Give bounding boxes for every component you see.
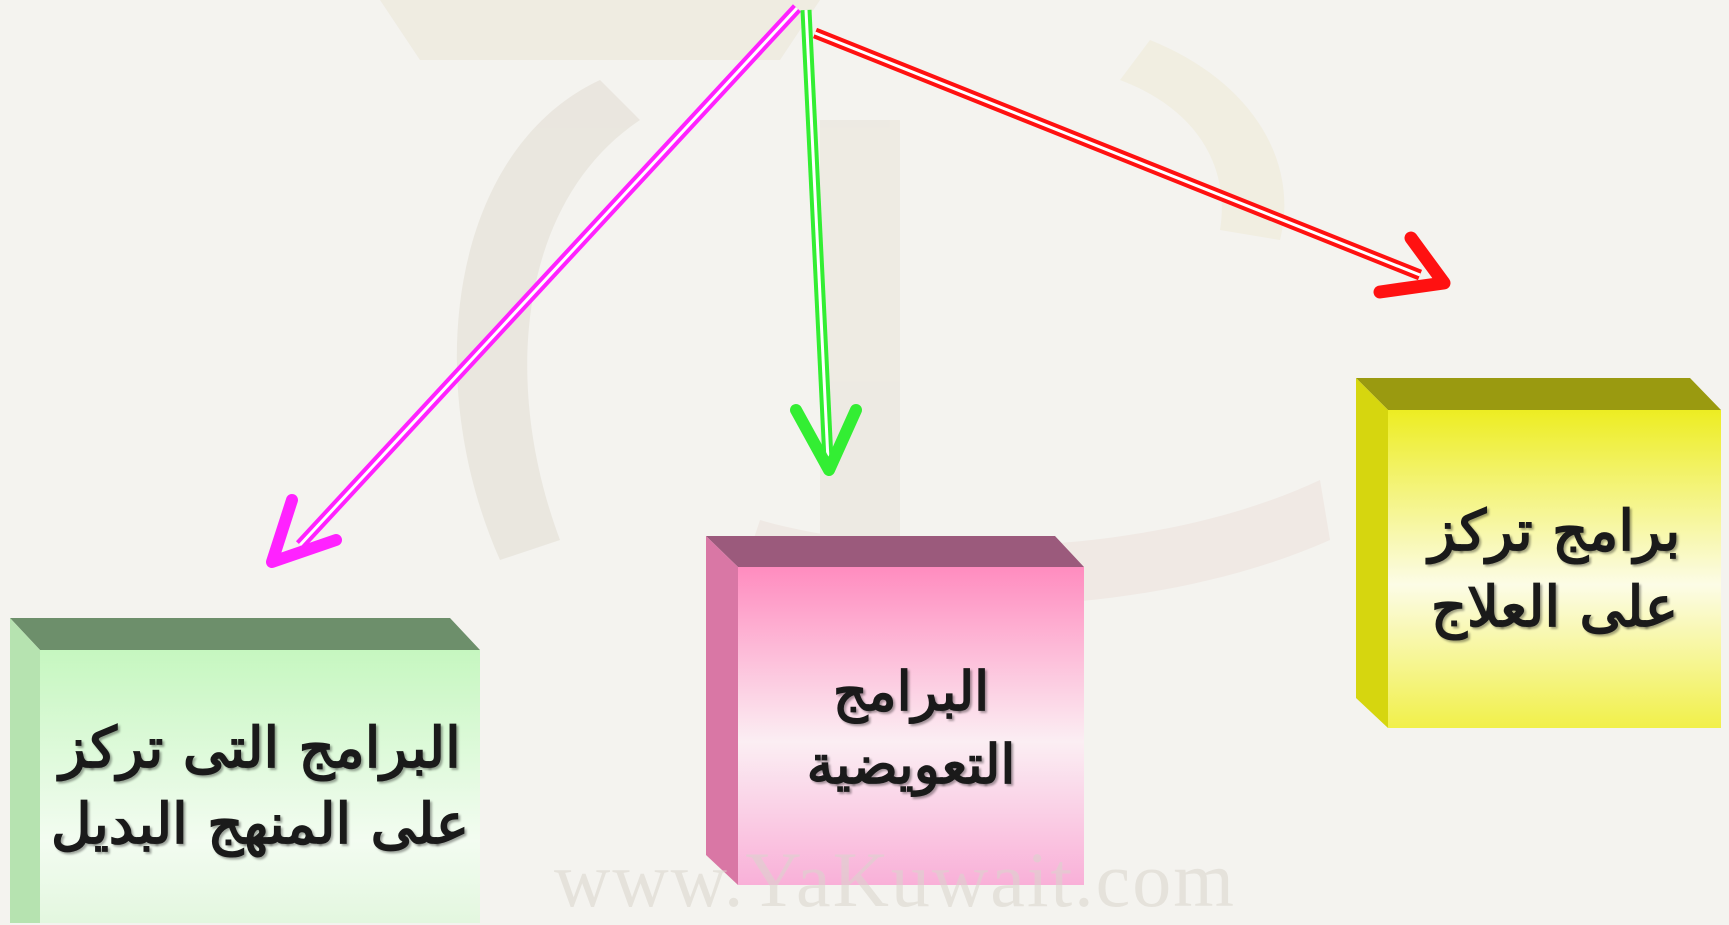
box-green	[10, 618, 480, 923]
box-green-label: البرامج التى تركز على المنهج البديل	[40, 650, 480, 923]
box-pink-label: البرامج التعويضية	[738, 570, 1084, 885]
box-green-line1: البرامج التى تركز	[59, 714, 461, 781]
box-green-line2: على المنهج البديل	[50, 790, 470, 857]
arrow-to-green	[266, 4, 802, 568]
box-pink-line2: التعويضية	[806, 731, 1016, 796]
arrow-to-yellow	[812, 27, 1451, 299]
arrow-to-pink	[790, 9, 862, 476]
box-yellow-line2: على العلاج	[1430, 574, 1679, 640]
box-yellow-label: برامج تركز على العلاج	[1388, 410, 1721, 730]
watermark: www.YaKuwait.com	[554, 836, 1236, 923]
box-pink	[706, 536, 1084, 885]
box-yellow-line1: برامج تركز	[1428, 498, 1681, 565]
box-yellow	[1356, 378, 1721, 728]
box-pink-line1: البرامج	[832, 658, 990, 723]
